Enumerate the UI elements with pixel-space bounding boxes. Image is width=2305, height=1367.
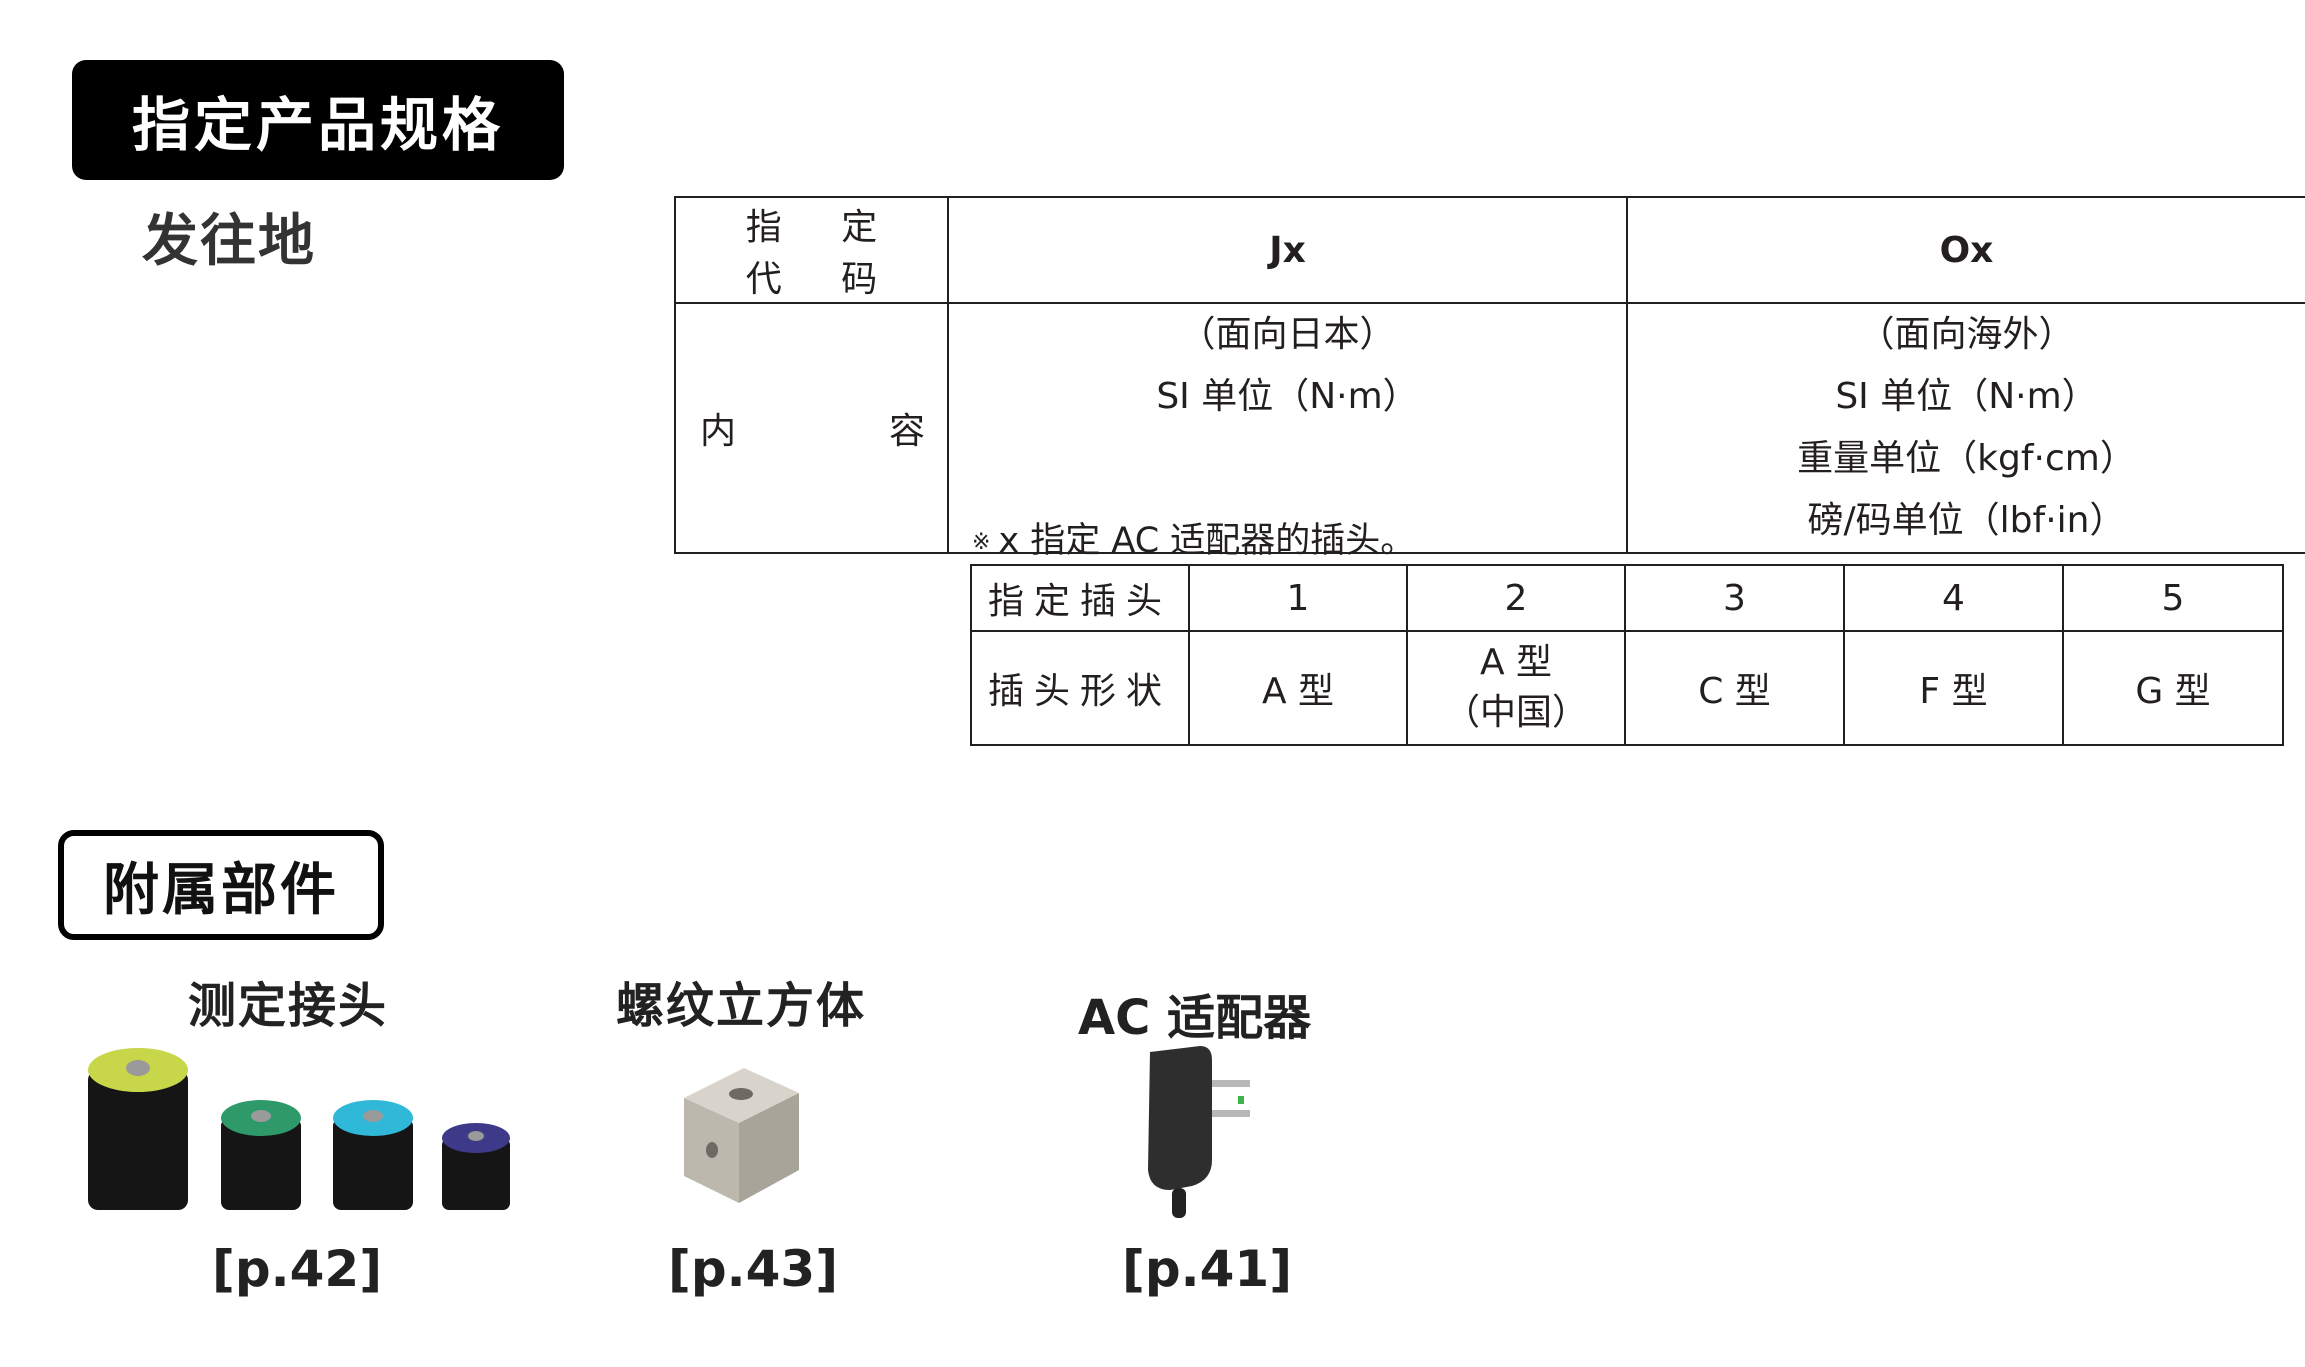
plug-row-label: 指定插头 [970,564,1190,632]
shape-row-label: 插头形状 [970,630,1190,746]
accessory-name-cube: 螺纹立方体 [616,978,867,1034]
plug-shape-text: G 型 [2135,671,2211,712]
content-line: SI 单位（N·m） [1835,376,2098,417]
note-text: x 指定 AC 适配器的插头。 [998,521,1416,561]
measuring-adapters-icon [78,1040,518,1220]
plug-shape-text: F 型 [1919,671,1988,712]
plug-number: 3 [1624,564,1845,632]
table-row: 插头形状 A 型 A 型 （中国） C 型 F 型 G 型 [970,630,2284,746]
plug-shape: C 型 [1624,630,1845,746]
section-header-accessories: 附属部件 [58,830,384,940]
destination-label: 发往地 [142,209,316,274]
plug-shape-text: C 型 [1698,671,1771,712]
plug-shape: A 型 （中国） [1406,630,1626,746]
accessory-name-adapters: 测定接头 [188,978,389,1034]
page-ref-ac-adapter: [p.41] [1122,1240,1293,1298]
table-row: 指定插头 1 2 3 4 5 [970,564,2284,632]
code-jx: Jx [947,196,1628,304]
content-jx: （面向日本） SI 单位（N·m） [947,302,1628,554]
content-label-left: 内 [700,411,737,452]
reference-mark: ※ [972,529,991,555]
plug-number: 4 [1843,564,2064,632]
ac-adapter-icon [1130,1040,1260,1220]
content-line: 重量单位（kgf·cm） [1797,438,2136,479]
plug-number: 5 [2062,564,2284,632]
content-line: 磅/码单位（lbf·in） [1807,500,2126,541]
content-line: （面向海外） [1858,314,2075,355]
code-row-label: 指 定 代 码 [674,196,949,304]
table-row: 指 定 代 码 Jx Ox [674,196,2305,304]
plug-shape-text: A 型 [1479,642,1553,683]
content-row-label: 内 容 [674,302,949,554]
table-row: 内 容 （面向日本） SI 单位（N·m） （面向海外） SI 单位（N·m） … [674,302,2305,554]
page-ref-cube: [p.43] [668,1240,839,1298]
threaded-cube-icon [674,1058,804,1208]
content-ox: （面向海外） SI 单位（N·m） 重量单位（kgf·cm） 磅/码单位（lbf… [1626,302,2305,554]
plug-note: ※ x 指定 AC 适配器的插头。 [972,512,1415,563]
section-header-spec: 指定产品规格 [72,60,564,180]
plug-shape-sub: （中国） [1443,692,1588,733]
plug-shape: F 型 [1843,630,2064,746]
plug-table: 指定插头 1 2 3 4 5 插头形状 A 型 A 型 （中国） C 型 F 型… [970,564,2284,746]
page-ref-adapters: [p.42] [212,1240,383,1298]
plug-shape: G 型 [2062,630,2284,746]
code-ox: Ox [1626,196,2305,304]
plug-shape: A 型 [1188,630,1408,746]
destination-table: 指 定 代 码 Jx Ox 内 容 （面向日本） SI 单位（N·m） （面向海… [674,196,2305,554]
plug-number: 2 [1406,564,1626,632]
content-label-right: 容 [888,411,925,452]
plug-shape-text: A 型 [1261,671,1335,712]
accessory-name-ac-adapter: AC 适配器 [1078,990,1312,1046]
content-line: SI 单位（N·m） [1156,376,1419,417]
content-line: （面向日本） [1179,314,1396,355]
plug-number: 1 [1188,564,1408,632]
